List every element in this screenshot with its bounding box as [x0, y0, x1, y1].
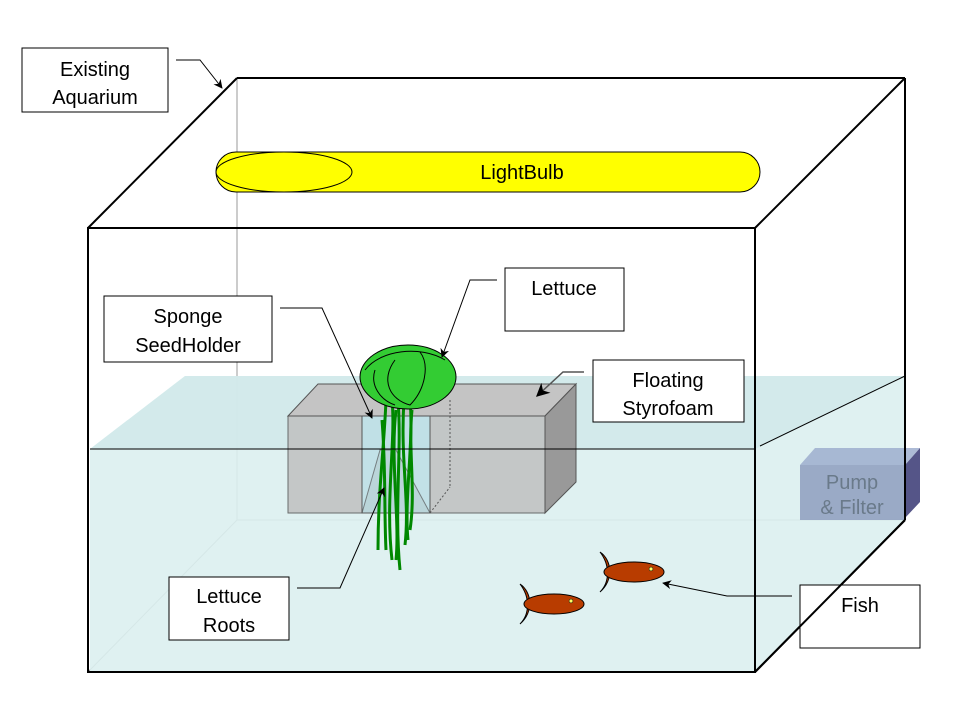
aquarium-label-line1: Existing	[60, 59, 130, 81]
water-line-side	[759, 375, 906, 447]
light-bulb: LightBulb	[215, 151, 761, 193]
callout-roots: Lettuce Roots	[168, 487, 385, 641]
aquarium-label-line2: Aquarium	[52, 87, 138, 109]
fish-1	[599, 551, 665, 593]
sponge-label-line2: SeedHolder	[135, 335, 241, 357]
pump-filter: Pump & Filter	[800, 448, 920, 520]
callout-fish: Fish	[662, 580, 921, 649]
lightbulb-label: LightBulb	[480, 162, 563, 184]
callout-existing-aquarium: Existing Aquarium	[21, 47, 223, 113]
sponge-label-line1: Sponge	[154, 306, 223, 328]
tank-edges	[87, 77, 906, 673]
lettuce-label: Lettuce	[531, 278, 597, 300]
fish-label: Fish	[841, 595, 879, 617]
callout-lettuce: Lettuce	[440, 267, 625, 358]
pump-label-line2: & Filter	[820, 497, 884, 519]
roots-label-line2: Roots	[203, 615, 255, 637]
fish-2	[519, 583, 585, 625]
callout-sponge: Sponge SeedHolder	[103, 295, 373, 419]
styrofoam-label-line2: Styrofoam	[622, 398, 713, 420]
lettuce-head	[359, 344, 457, 410]
styrofoam-label-line1: Floating	[632, 370, 703, 392]
pump-label-line1: Pump	[826, 472, 878, 494]
roots-label-line1: Lettuce	[196, 586, 262, 608]
tank-front-right-edge	[754, 519, 906, 673]
callout-styrofoam: Floating Styrofoam	[536, 359, 745, 423]
